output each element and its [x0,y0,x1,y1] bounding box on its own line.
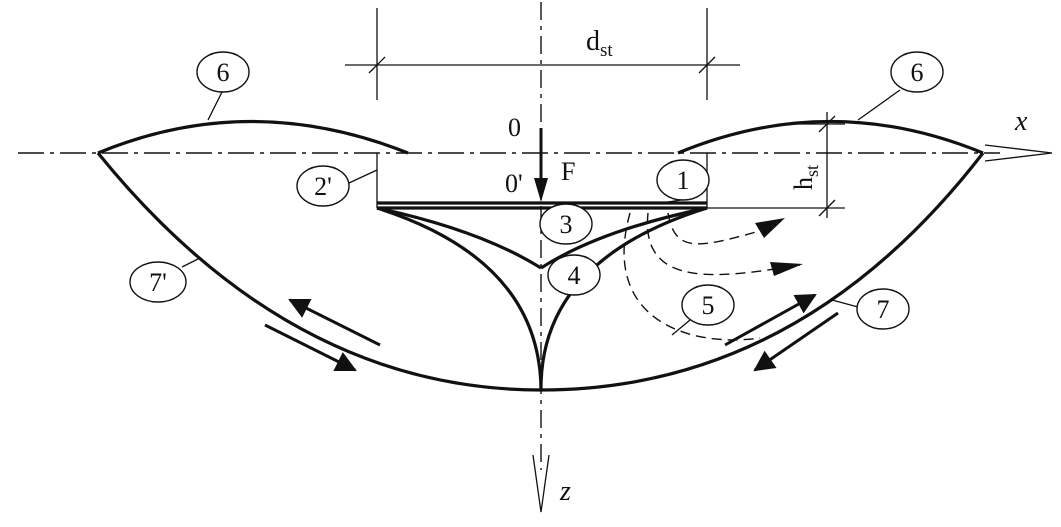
h-tick-bottom [818,199,836,217]
core-left-upper [376,206,542,270]
leader-6-right [857,89,901,121]
slip-arrow-right-down [753,311,839,372]
d-label: dst [586,26,613,61]
callout-1: 1 [656,159,710,201]
outer-left-curve [96,151,542,392]
svg-text:5: 5 [702,291,715,320]
flow-arrowhead-2 [770,262,803,276]
outer-right-curve [540,152,985,392]
flow-dashed-middle [646,212,801,276]
svg-text:7: 7 [877,295,890,324]
svg-text:3: 3 [560,210,573,239]
callout-6-right: 6 [890,51,944,93]
x-axis-arrow [984,144,1053,162]
callout-5: 5 [681,284,735,326]
d-tick-left [368,56,386,74]
svg-text:4: 4 [568,261,581,290]
h-label: hst [789,165,822,190]
core-left-lower [376,206,543,391]
core-right-upper [540,206,708,270]
slip-arrow-left-down [264,323,357,372]
leader-7p [181,257,201,268]
flow-dashed-inner [667,212,771,245]
svg-text:6: 6 [217,58,230,87]
right-bulge-curve [677,119,984,155]
svg-text:7': 7' [149,268,167,297]
x-axis-label: x [1014,106,1028,137]
callout-3: 3 [539,203,593,245]
origin-prime-label: 0' [505,169,523,198]
leader-2p [348,169,378,184]
svg-text:hst: hst [789,165,822,190]
slip-arrow-left-up [288,298,381,347]
force-label: F [561,157,575,186]
d-tick-right [698,56,716,74]
callout-2p: 2' [296,165,350,207]
svg-text:6: 6 [911,58,924,87]
z-axis-label: z [559,476,571,507]
svg-text:2': 2' [314,172,332,201]
callout-4: 4 [547,254,601,296]
origin-label: 0 [508,113,521,142]
callout-7: 7 [856,288,910,330]
flow-arrowhead-1 [755,218,785,238]
slip-arrow-right-up [724,293,817,347]
leader-6-left [207,89,224,121]
z-axis-arrow [532,454,550,513]
leader-5 [671,319,691,336]
h-tick-top [818,115,836,133]
leader-7 [831,299,859,308]
svg-text:1: 1 [677,166,690,195]
left-bulge-curve [97,119,409,155]
callout-6-left: 6 [196,51,250,93]
callout-7p: 7' [129,261,187,303]
leader-1 [654,199,682,205]
force-arrowhead [534,178,548,202]
